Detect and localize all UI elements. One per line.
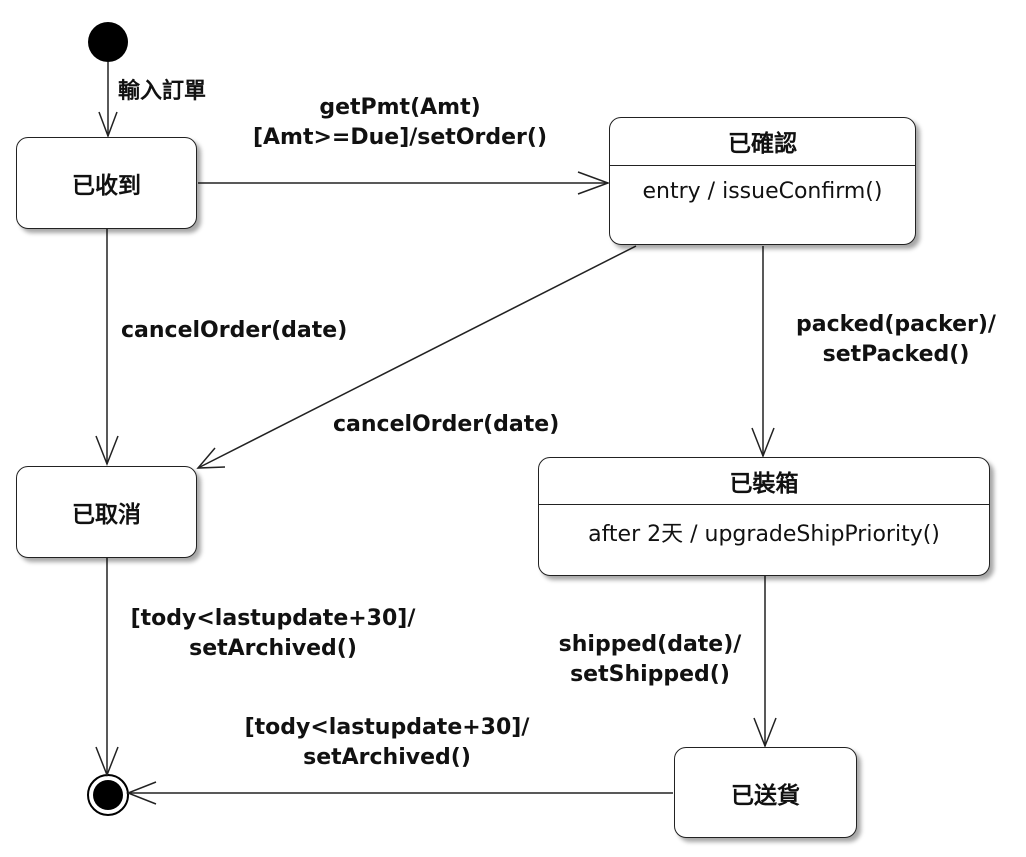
label-cancelled-to-final-line2: setArchived(): [189, 636, 357, 661]
label-confirmed-to-packed-line2: setPacked(): [822, 342, 970, 367]
state-received-name: 已收到: [72, 173, 141, 199]
edge-confirmed-to-cancelled: [197, 245, 637, 469]
label-received-to-cancelled: cancelOrder(date): [121, 316, 347, 346]
final-node-core: [93, 780, 123, 810]
label-shipped-to-final: [tody<lastupdate+30]/ setArchived(): [222, 713, 552, 773]
label-shipped-to-final-line1: [tody<lastupdate+30]/: [244, 715, 530, 740]
label-confirmed-to-packed-line1: packed(packer)/: [796, 312, 996, 337]
state-confirmed: 已確認 entry / issueConfirm(): [609, 117, 916, 245]
label-packed-to-shipped-line1: shipped(date)/: [558, 632, 742, 657]
label-packed-to-shipped: shipped(date)/ setShipped(): [540, 630, 760, 690]
label-received-to-cancelled-text: cancelOrder(date): [121, 318, 348, 343]
label-initial-to-received-text: 輸入訂單: [118, 79, 207, 104]
label-confirmed-to-packed: packed(packer)/ setPacked(): [776, 310, 1016, 370]
state-confirmed-divider: [610, 165, 915, 166]
state-cancelled-name: 已取消: [72, 502, 141, 528]
initial-node: [88, 22, 128, 62]
state-confirmed-name: 已確認: [728, 131, 797, 157]
state-shipped-name: 已送貨: [731, 782, 800, 809]
arrowhead-shipped-to-final: [125, 781, 157, 805]
arrowhead-received-to-confirmed: [577, 171, 611, 195]
label-received-to-confirmed-line2: [Amt>=Due]/setOrder(): [252, 125, 548, 150]
label-shipped-to-final-line2: setArchived(): [303, 745, 471, 770]
state-confirmed-activity: entry / issueConfirm(): [642, 179, 883, 204]
label-packed-to-shipped-line2: setShipped(): [570, 662, 730, 687]
arrowhead-confirmed-to-cancelled: [196, 447, 226, 469]
arrowhead-initial-to-received: [98, 111, 118, 139]
arrowhead-cancelled-to-final: [95, 746, 119, 778]
label-confirmed-to-cancelled: cancelOrder(date): [333, 410, 559, 440]
state-received: 已收到: [16, 137, 197, 229]
final-node: [87, 774, 129, 816]
label-confirmed-to-cancelled-text: cancelOrder(date): [333, 412, 560, 437]
label-initial-to-received: 輸入訂單: [118, 77, 206, 107]
state-shipped: 已送貨: [674, 747, 857, 838]
arrowhead-received-to-cancelled: [95, 435, 119, 467]
label-cancelled-to-final: [tody<lastupdate+30]/ setArchived(): [108, 604, 438, 664]
state-cancelled: 已取消: [16, 466, 197, 558]
state-packed-divider: [539, 504, 989, 505]
arrowhead-confirmed-to-packed: [751, 427, 775, 459]
state-packed-name: 已裝箱: [729, 471, 799, 497]
label-cancelled-to-final-line1: [tody<lastupdate+30]/: [130, 606, 416, 631]
state-packed: 已裝箱 after 2天 / upgradeShipPriority(): [538, 457, 990, 576]
state-packed-activity: after 2天 / upgradeShipPriority(): [588, 522, 940, 547]
label-received-to-confirmed: getPmt(Amt) [Amt>=Due]/setOrder(): [200, 93, 600, 153]
arrowhead-packed-to-shipped: [753, 717, 777, 749]
label-received-to-confirmed-line1: getPmt(Amt): [319, 95, 481, 120]
